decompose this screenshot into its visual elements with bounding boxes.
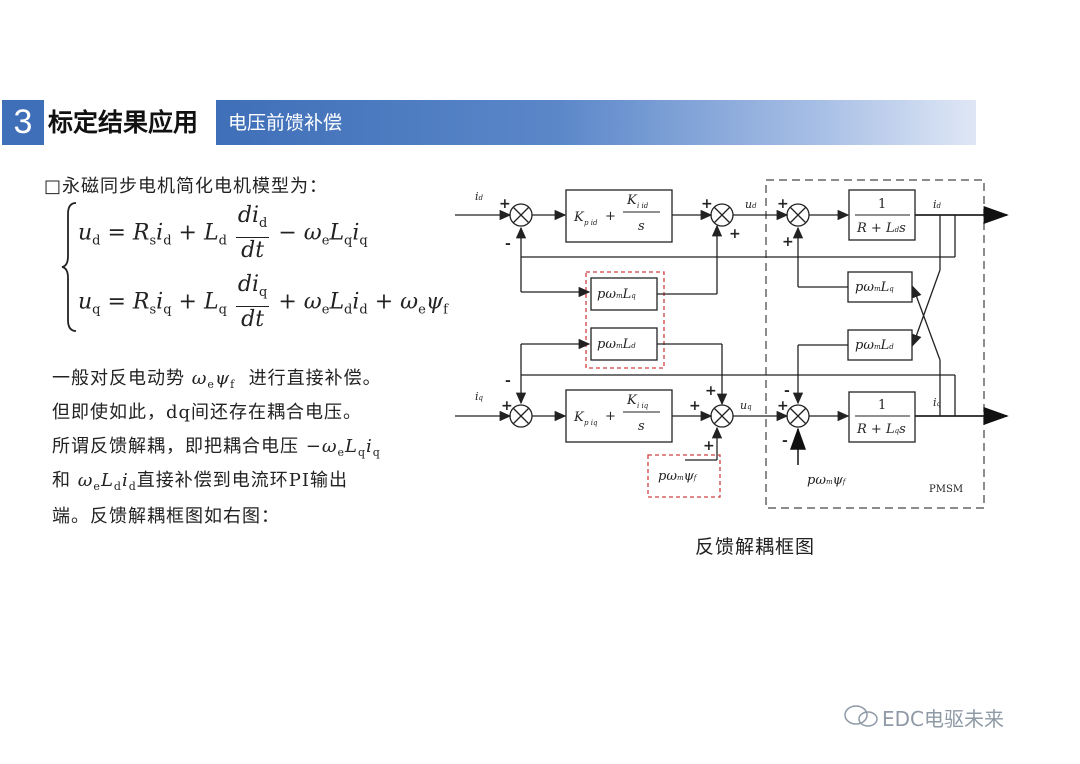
svg-text:+: + xyxy=(605,209,616,224)
para-line-1: 一般对反电动势 ωeψf 进行直接补偿。 xyxy=(52,368,382,391)
intro-line: □永磁同步电机简化电机模型为： xyxy=(44,176,329,197)
svg-text:+: + xyxy=(777,398,789,414)
pi-block-d xyxy=(565,189,673,243)
section-number: 3 xyxy=(2,100,44,145)
svg-text:+: + xyxy=(689,398,701,414)
svg-text:s: s xyxy=(638,219,645,234)
svg-text:1: 1 xyxy=(878,197,886,212)
svg-text:id: id xyxy=(933,198,942,211)
wechat-icon xyxy=(844,705,878,727)
svg-text:ud: ud xyxy=(745,198,757,211)
svg-text:i id: i id xyxy=(637,202,649,210)
svg-text:-: - xyxy=(784,383,790,399)
svg-text:+: + xyxy=(701,196,713,212)
svg-text:+: + xyxy=(499,196,511,212)
plant-block-q xyxy=(848,391,916,443)
svg-text:-: - xyxy=(505,373,511,389)
svg-text:+: + xyxy=(729,226,741,242)
svg-text:i iq: i iq xyxy=(637,402,649,410)
svg-text:+: + xyxy=(782,234,794,250)
svg-text:pωmLq: pωmLq xyxy=(855,280,894,295)
diagram-caption: 反馈解耦框图 xyxy=(695,536,816,558)
svg-text:R + Lds: R + Lds xyxy=(856,221,906,236)
svg-text:id: id xyxy=(475,190,484,203)
svg-text:+: + xyxy=(777,196,789,212)
section-subtitle: 电压前馈补偿 xyxy=(228,112,343,134)
svg-text:R + Lqs: R + Lqs xyxy=(856,422,906,437)
svg-text:pωmLd: pωmLd xyxy=(597,337,636,352)
equation-brace xyxy=(61,202,77,332)
para-line-4: 和 ωeLdid直接补偿到电流环PI输出 xyxy=(52,470,348,493)
svg-text:+: + xyxy=(703,438,715,454)
svg-text:-: - xyxy=(505,236,511,252)
watermark-text: EDC电驱未来 xyxy=(882,707,1005,731)
backemf-comp-group xyxy=(647,454,721,498)
svg-text:s: s xyxy=(638,419,645,434)
para-line-2: 但即使如此，dq间还存在耦合电压。 xyxy=(52,402,363,423)
svg-text:K: K xyxy=(626,193,638,208)
svg-text:uq: uq xyxy=(740,399,752,412)
section-title: 标定结果应用 xyxy=(48,108,199,137)
svg-text:K: K xyxy=(626,393,638,408)
svg-text:pωmψf: pωmψf xyxy=(658,469,698,484)
svg-text:+: + xyxy=(605,409,616,424)
decoupling-block-group xyxy=(585,271,665,369)
svg-text:-: - xyxy=(782,433,788,449)
svg-text:iq: iq xyxy=(933,396,942,409)
para-line-3: 所谓反馈解耦，即把耦合电压 −ωeLqiq xyxy=(52,436,381,459)
svg-text:p id: p id xyxy=(584,219,598,227)
svg-text:pωmLq: pωmLq xyxy=(597,287,636,302)
svg-text:K: K xyxy=(573,210,585,225)
subtitle-bar xyxy=(216,100,976,145)
svg-text:+: + xyxy=(705,383,717,399)
svg-text:pωmLd: pωmLd xyxy=(855,338,894,353)
svg-text:pωmψf: pωmψf xyxy=(807,473,847,488)
svg-text:1: 1 xyxy=(878,398,886,413)
pmsm-label: PMSM xyxy=(929,484,963,495)
svg-text:K: K xyxy=(573,410,585,425)
svg-text:p iq: p iq xyxy=(584,419,598,427)
svg-text:+: + xyxy=(501,398,513,414)
svg-text:iq: iq xyxy=(475,390,484,403)
para-line-5: 端。反馈解耦框图如右图： xyxy=(52,506,280,527)
pmsm-boundary xyxy=(765,179,985,509)
